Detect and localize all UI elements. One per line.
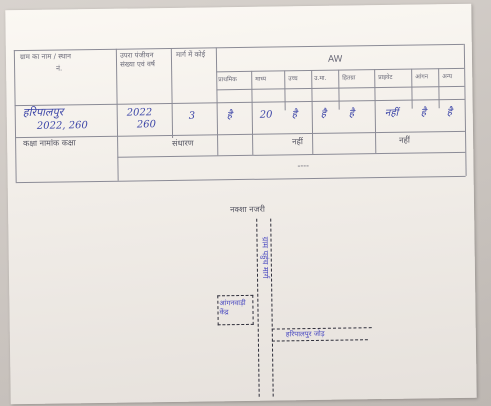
table-col-divider-8: [374, 69, 377, 154]
table-col-divider-1: [115, 48, 119, 181]
table-footer-line: [15, 130, 466, 139]
aw-col-7: आंगन: [415, 73, 429, 81]
table-aw-line: [216, 85, 465, 91]
header-number: नं.: [56, 64, 63, 73]
aw-col-5: हितग्रा: [342, 74, 356, 82]
aw-value-5: है: [348, 108, 355, 120]
table-col-divider-2: [170, 47, 174, 138]
table-top-border: [13, 43, 464, 52]
aw-col-8: अन्य: [442, 73, 453, 81]
row-number: 260: [136, 119, 157, 131]
footer-no-1: नहीं: [292, 137, 303, 147]
document-sheet: ग्राम का नाम / स्थान नं. उपरा पंजीयन संख…: [5, 3, 477, 405]
table-col-divider-5: [284, 70, 286, 111]
aw-value-7: है: [420, 107, 427, 119]
aw-value-2: 20: [259, 109, 273, 121]
table-col-divider-9: [411, 68, 413, 109]
aw-value-3: है: [291, 109, 298, 121]
aw-value-6: नहीं: [384, 107, 399, 119]
footer-no-2: नहीं: [399, 135, 410, 145]
row-note: कक्षा नामांक कक्षा: [23, 138, 76, 149]
branch-place-label: हरिपालपुर जोड़: [285, 329, 325, 339]
branch-road-bottom-edge: [271, 339, 368, 342]
main-road-right-edge: [270, 218, 274, 397]
aw-col-3: उच्च: [288, 75, 298, 83]
aw-value-8: है: [446, 107, 453, 119]
footer-dash: ----: [297, 161, 310, 171]
footer-status: संधारण: [172, 138, 194, 148]
row-value-a: 3: [188, 110, 196, 122]
aw-col-4: उ.मा.: [314, 74, 327, 82]
header-registration: उपरा पंजीयन संख्या एवं वर्ष: [119, 51, 155, 69]
table-col-divider-7: [338, 69, 340, 110]
header-village: ग्राम का नाम / स्थान: [19, 52, 72, 62]
header-aw: AW: [327, 54, 343, 65]
aw-value-1: है: [226, 110, 233, 122]
table-row-divider: [14, 98, 465, 107]
aw-col-1: प्राथमिक: [218, 76, 237, 84]
table-col-divider-4: [251, 70, 254, 155]
building-label: आंगनवाड़ी केंद्र: [219, 298, 246, 317]
table-footer-line-2: [117, 151, 466, 158]
row-code: 2022: [126, 107, 153, 119]
table-bottom-border: [15, 175, 466, 184]
road-label: ग्राम पहुंच मार्ग: [260, 236, 271, 279]
map-title: नक्शा नजरी: [230, 204, 266, 215]
row-place-name: हरिपालपुर: [22, 105, 64, 120]
header-route: मार्ग में कोई: [175, 50, 206, 59]
aw-col-6: प्राइवेट: [378, 73, 393, 82]
table-left-border: [13, 50, 17, 183]
table-right-border: [463, 43, 467, 176]
row-year: 2022, 260: [36, 120, 88, 132]
aw-col-2: माध्य: [255, 75, 267, 83]
table-col-divider-6: [311, 69, 314, 154]
table-col-divider-10: [438, 68, 440, 109]
aw-value-4: है: [320, 108, 327, 120]
